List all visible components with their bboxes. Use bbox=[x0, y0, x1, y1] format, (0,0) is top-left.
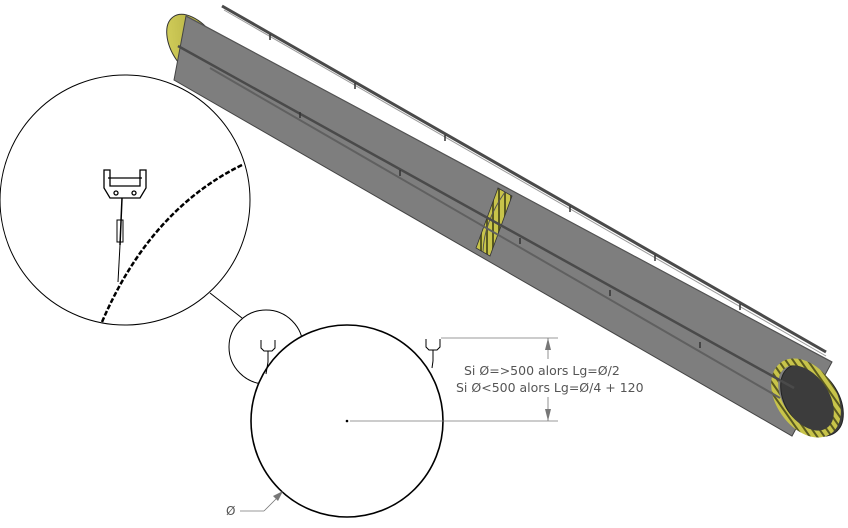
rule-small-diameter: Si Ø<500 alors Lg=Ø/4 + 120 bbox=[456, 380, 644, 395]
tube-top-edge bbox=[185, 15, 833, 363]
section-rail-left bbox=[260, 340, 276, 375]
detail-leader-line bbox=[209, 292, 243, 319]
diameter-label: Ø bbox=[226, 504, 235, 518]
tube-near-end-ring bbox=[771, 358, 841, 438]
arrow-leader-icon bbox=[240, 491, 283, 512]
rule-large-diameter: Si Ø=>500 alors Lg=Ø/2 bbox=[464, 363, 620, 378]
dim-text-background bbox=[456, 359, 646, 397]
rail-top-outer-inner bbox=[223, 9, 827, 357]
tube-assembly bbox=[166, 4, 844, 438]
section-view: Si Ø=>500 alors Lg=Ø/2 Si Ø<500 alors Lg… bbox=[226, 324, 646, 518]
section-rail-right bbox=[425, 339, 441, 369]
dim-arrow-top bbox=[545, 338, 551, 350]
tube-joint-line bbox=[482, 191, 506, 253]
rail-side bbox=[177, 44, 795, 390]
detail-hanger-rod bbox=[119, 197, 123, 246]
dim-arrow-bottom bbox=[545, 409, 551, 421]
detail-hanger-wire bbox=[117, 244, 121, 283]
detail-circle bbox=[0, 74, 251, 326]
detail-shell-arc bbox=[100, 163, 243, 323]
rail-clamps bbox=[269, 34, 741, 348]
detail-view bbox=[0, 74, 304, 385]
section-center-point bbox=[345, 419, 349, 423]
rail-side-lower bbox=[209, 67, 781, 399]
c-channel-rail-icon bbox=[103, 169, 147, 199]
detail-hanger-clip bbox=[116, 219, 124, 243]
rail-top-outer bbox=[221, 4, 827, 354]
